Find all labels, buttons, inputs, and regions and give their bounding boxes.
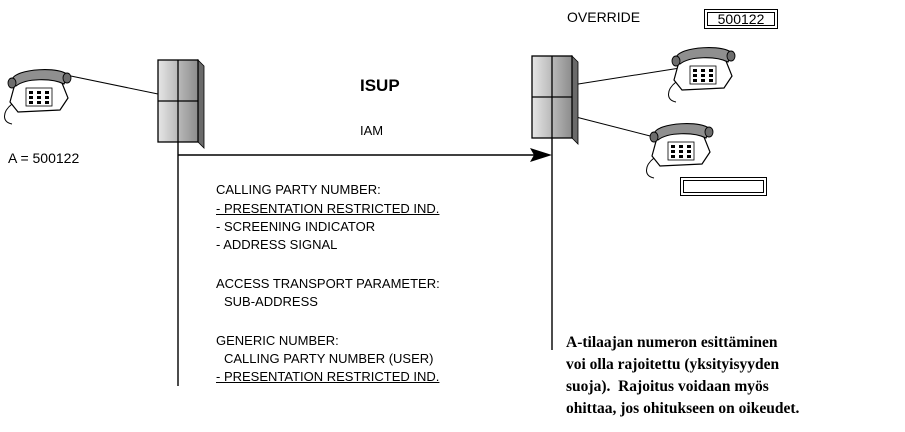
blank-number-display	[680, 177, 767, 196]
phone-b1-icon	[667, 46, 736, 103]
a-number-label: A = 500122	[8, 150, 80, 166]
iam-arrowhead	[530, 148, 552, 162]
phone-a-icon	[3, 68, 72, 125]
explanation-note: A-tilaajan numeron esittäminen voi olla …	[566, 332, 901, 420]
param-sub-address: SUB-ADDRESS	[224, 294, 318, 309]
exchange-a-icon	[157, 59, 205, 149]
param-generic-number: GENERIC NUMBER:	[216, 333, 339, 348]
line-phone-b2	[571, 115, 659, 139]
note-line: A-tilaajan numeron esittäminen	[566, 334, 778, 351]
override-label: OVERRIDE	[567, 9, 641, 25]
line-phone-b1	[571, 67, 681, 86]
phone-b2-icon	[645, 122, 714, 179]
param-calling-party-number-user: CALLING PARTY NUMBER (USER)	[224, 351, 434, 366]
note-line: suoja). Rajoitus voidaan myös	[566, 378, 769, 395]
param-presentation-restricted-2: - PRESENTATION RESTRICTED IND.	[216, 369, 440, 384]
note-line: voi olla rajoitettu (yksityisyyden	[566, 356, 780, 373]
param-presentation-restricted-1: - PRESENTATION RESTRICTED IND.	[216, 201, 440, 216]
message-label: IAM	[360, 123, 384, 138]
param-access-transport: ACCESS TRANSPORT PARAMETER:	[216, 276, 440, 291]
note-line: ohittaa, jos ohitukseen on oikeudet.	[566, 400, 800, 417]
override-number-display: 500122	[704, 9, 778, 29]
param-calling-party-number: CALLING PARTY NUMBER:	[216, 182, 381, 197]
param-screening-indicator: - SCREENING INDICATOR	[216, 219, 376, 234]
exchange-b-icon	[531, 55, 579, 145]
protocol-label: ISUP	[360, 76, 400, 95]
param-address-signal: - ADDRESS SIGNAL	[216, 237, 338, 252]
line-a-phone	[65, 74, 159, 95]
